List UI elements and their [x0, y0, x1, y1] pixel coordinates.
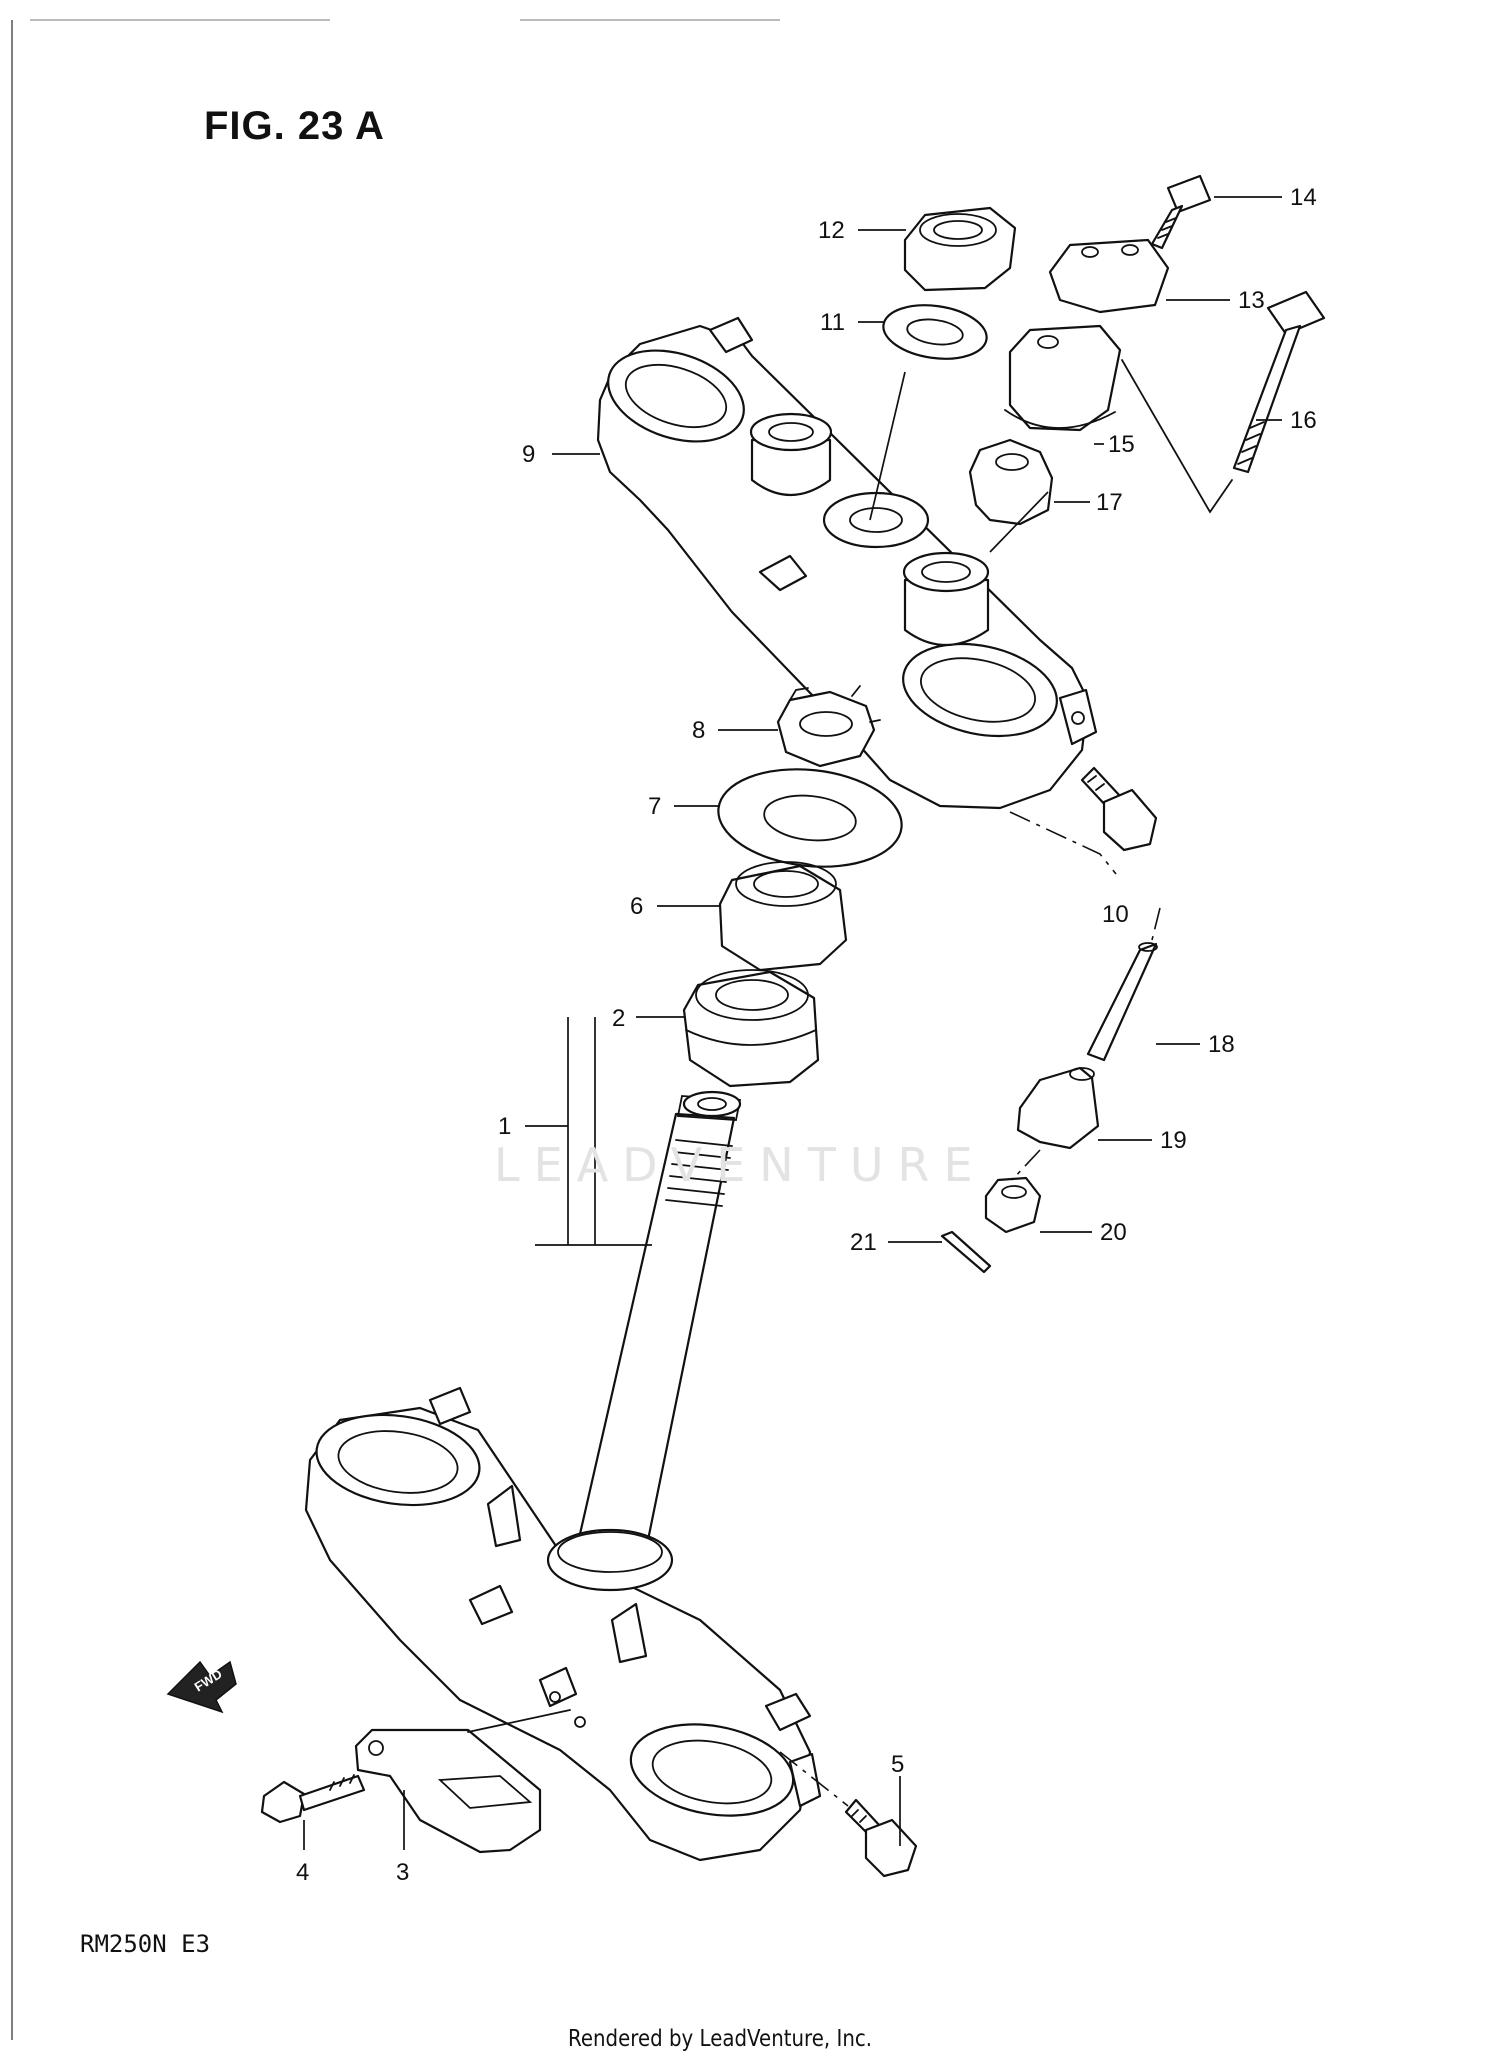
holder-bolt-drawing [1121, 290, 1326, 514]
handlebar-clamp-drawing [1048, 238, 1170, 314]
handlebar-clamp-bolt-drawing [1150, 174, 1212, 250]
callout-19: 19 [1160, 1127, 1187, 1154]
cushion-lower-drawing [1016, 1066, 1100, 1150]
callout-21: 21 [850, 1229, 877, 1256]
callout-5: 5 [891, 1751, 904, 1778]
callout-14: 14 [1290, 184, 1317, 211]
steering-stem-drawing [546, 1090, 742, 1592]
callout-numbers: 1 2 3 4 5 6 7 8 9 10 11 12 13 14 15 16 1… [296, 184, 1317, 1886]
watermark-text: LEADVENTURE [494, 1138, 987, 1192]
lower-bracket-drawing [304, 1386, 822, 1862]
upper-bracket-clamp-bolt-drawing [1009, 766, 1158, 875]
upper-bearing-drawing [718, 861, 848, 972]
nut-drawing [984, 1149, 1042, 1234]
upper-bracket-drawing [596, 316, 1098, 810]
callout-11: 11 [820, 309, 845, 336]
lower-bearing-drawing [682, 969, 820, 1088]
callout-10: 10 [1102, 901, 1129, 928]
stem-head-nut-drawing [903, 206, 1017, 292]
leader-lines [303, 196, 1282, 1850]
washer-drawing [882, 304, 988, 360]
cotter-pin-drawing [940, 1230, 992, 1274]
callout-16: 16 [1290, 407, 1317, 434]
callout-3: 3 [396, 1859, 409, 1886]
callout-4: 4 [296, 1859, 309, 1886]
cable-guide-bolt-drawing [260, 1774, 366, 1824]
callout-17: 17 [1096, 489, 1123, 516]
callout-12: 12 [818, 217, 845, 244]
cable-guide-drawing [354, 1709, 571, 1854]
footer-credit: Rendered by LeadVenture, Inc. [567, 2026, 873, 2052]
steering-stem-nut-drawing [776, 685, 881, 768]
model-code: RM250N E3 [80, 1930, 211, 1958]
callout-9: 9 [522, 441, 535, 468]
fwd-arrow-icon [166, 1660, 237, 1714]
callout-15: 15 [1108, 431, 1135, 458]
callout-20: 20 [1100, 1219, 1127, 1246]
collar-drawing [1086, 907, 1161, 1062]
callout-1: 1 [498, 1113, 511, 1140]
callout-13: 13 [1238, 287, 1265, 314]
callout-2: 2 [612, 1005, 625, 1032]
dust-seal-drawing [717, 768, 903, 868]
cushion-upper-drawing [968, 438, 1054, 526]
figure-title: FIG. 23 A [204, 104, 385, 148]
callout-18: 18 [1208, 1031, 1235, 1058]
callout-6: 6 [630, 893, 643, 920]
handlebar-holder-drawing [1004, 324, 1122, 432]
lower-bracket-clamp-bolt-drawing [779, 1751, 918, 1878]
callout-7: 7 [648, 793, 661, 820]
callout-8: 8 [692, 717, 705, 744]
